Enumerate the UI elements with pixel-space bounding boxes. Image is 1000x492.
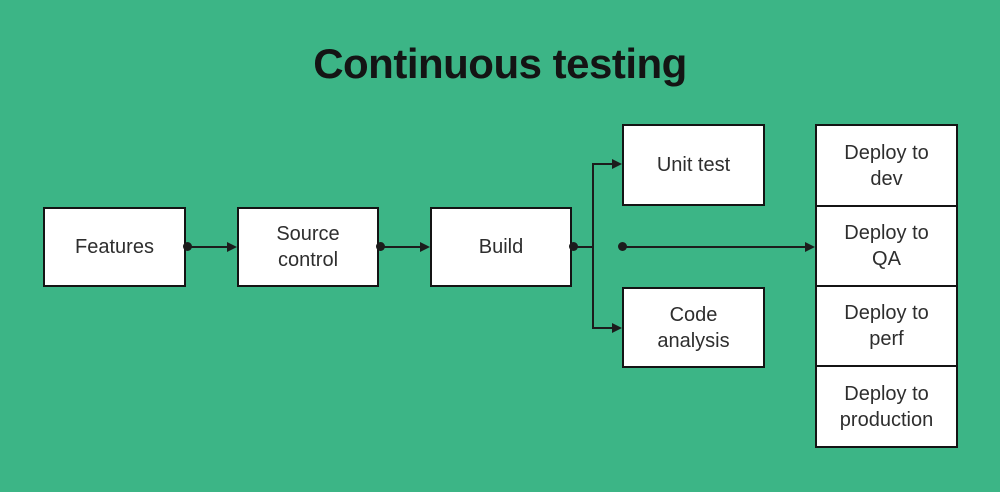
edge-build-unit-test-line <box>592 163 612 165</box>
node-source-control-label: Source control <box>276 223 340 271</box>
node-deploy-qa: Deploy to QA <box>815 205 958 287</box>
node-deploy-qa-label: Deploy to QA <box>844 222 929 270</box>
node-deploy-perf-label: Deploy to perf <box>844 302 929 350</box>
edge-build-out-line <box>573 246 594 248</box>
edge-build-branch-spine <box>592 163 594 329</box>
edge-build-unit-test-arrowhead <box>612 159 622 169</box>
edge-build-code-analysis-arrowhead <box>612 323 622 333</box>
node-build-label: Build <box>478 236 524 258</box>
node-features: Features <box>43 207 186 287</box>
node-code-analysis: Code analysis <box>622 287 765 368</box>
edge-features-source-arrowhead <box>227 242 237 252</box>
edge-build-deploy-qa-line <box>622 246 805 248</box>
node-build: Build <box>430 207 572 287</box>
diagram-title: Continuous testing <box>313 40 687 87</box>
node-features-label: Features <box>75 236 154 258</box>
edge-build-deploy-qa-arrowhead <box>805 242 815 252</box>
node-unit-test-label: Unit test <box>656 154 731 176</box>
node-source-control: Source control <box>237 207 379 287</box>
node-code-analysis-label: Code analysis <box>657 303 730 352</box>
node-deploy-dev: Deploy to dev <box>815 124 958 207</box>
edge-build-code-analysis-line <box>592 327 612 329</box>
edge-source-build-line <box>380 246 420 248</box>
node-deploy-dev-label: Deploy to dev <box>844 141 929 190</box>
edge-features-source-start-dot <box>183 242 192 251</box>
node-deploy-production-label: Deploy to production <box>839 382 934 431</box>
edge-features-source-line <box>188 246 227 248</box>
edge-source-build-arrowhead <box>420 242 430 252</box>
node-unit-test: Unit test <box>622 124 765 206</box>
node-deploy-perf: Deploy to perf <box>815 285 958 367</box>
node-deploy-production: Deploy to production <box>815 365 958 448</box>
